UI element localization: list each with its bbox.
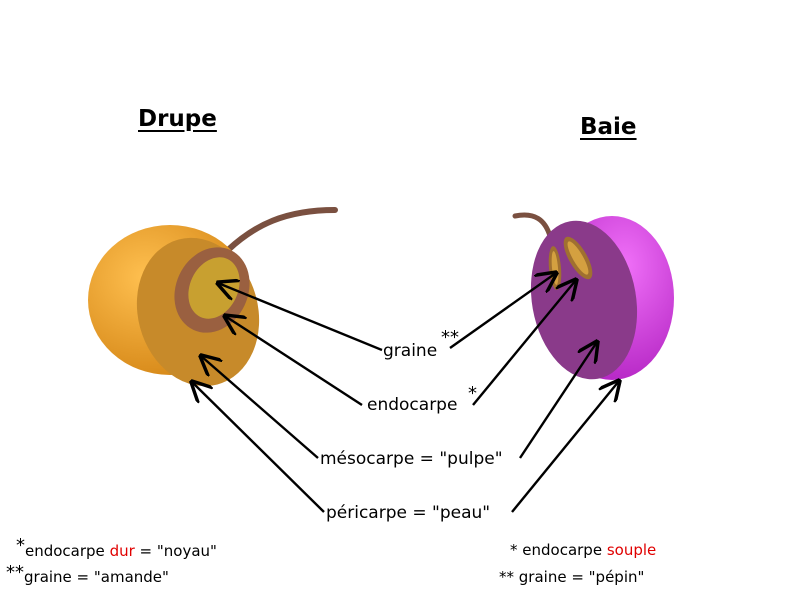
label-graine-mark: **: [441, 327, 459, 348]
note-left-line1: *endocarpe dur = "noyau": [16, 535, 217, 560]
label-graine: graine: [383, 341, 438, 361]
arrow-graine-baie: [449, 273, 556, 349]
note-right-line1-red: souple: [606, 541, 657, 559]
note-right-line1: * endocarpe souple: [510, 541, 656, 559]
note-left-line2-mark: **: [6, 562, 24, 583]
arrow-endocarpe-baie: [472, 280, 576, 406]
note-right-line1-pre: * endocarpe: [510, 541, 607, 559]
note-left-line1-post: = "noyau": [134, 542, 217, 560]
arrow-endocarpe-drupe: [225, 316, 363, 407]
note-right-line2: ** graine = "pépin": [499, 568, 645, 586]
baie-seed-2-inner: [567, 241, 589, 275]
label-pericarpe: péricarpe = "peau": [326, 503, 491, 523]
arrow-mesocarpe-drupe: [201, 356, 319, 459]
arrow-mesocarpe-baie: [519, 342, 597, 459]
arrow-pericarpe-drupe: [192, 382, 325, 513]
drupe-stem: [225, 207, 338, 253]
label-mesocarpe: mésocarpe = "pulpe": [320, 449, 503, 469]
drupe-title: Drupe: [138, 106, 217, 132]
arrow-pericarpe-baie: [511, 381, 619, 513]
drupe-fruit: [88, 207, 338, 387]
arrow-graine-drupe: [218, 283, 383, 352]
note-left-line2: **graine = "amande": [6, 562, 169, 586]
label-endocarpe-mark: *: [468, 383, 477, 404]
label-endocarpe: endocarpe: [367, 395, 458, 415]
note-left-line1-mark: *: [16, 535, 25, 556]
baie-title: Baie: [580, 114, 637, 140]
baie-stem: [512, 212, 553, 239]
note-left-line1-red: dur: [109, 542, 135, 560]
note-left-line1-pre: endocarpe: [25, 542, 110, 560]
note-left-line2-text: graine = "amande": [24, 568, 169, 586]
baie-fruit: [512, 212, 674, 380]
